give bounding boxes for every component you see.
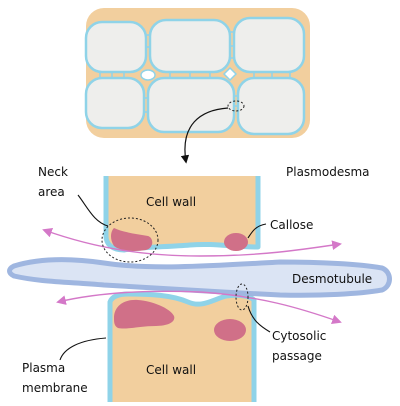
cytosolic-passage-leader bbox=[247, 305, 271, 333]
plasma-membrane-label-line2: membrane bbox=[22, 381, 88, 395]
plasma-membrane-label-line1: Plasma bbox=[22, 361, 65, 375]
cell bbox=[84, 20, 148, 74]
neck-area-highlight bbox=[101, 217, 159, 263]
cell bbox=[148, 18, 232, 74]
callose-label: Callose bbox=[270, 218, 313, 232]
intercellular-space bbox=[140, 69, 156, 81]
cell-wall-top-label: Cell wall bbox=[146, 195, 196, 209]
cytosolic-passage-highlight bbox=[235, 283, 249, 311]
cell-wall-bottom-label: Cell wall bbox=[146, 363, 196, 377]
cell bbox=[84, 76, 146, 130]
callose-deposit-bottom-right bbox=[214, 319, 246, 341]
tissue-overview bbox=[84, 8, 310, 138]
plasmodesma-channels bbox=[99, 31, 291, 113]
intercellular-space bbox=[222, 66, 238, 82]
cytosolic-passage-label-line2: passage bbox=[272, 349, 322, 363]
neck-area-leader bbox=[77, 194, 109, 227]
zoom-arrow bbox=[180, 107, 229, 164]
flow-arrow-upper bbox=[42, 228, 342, 257]
neck-area-label-line1: Neck bbox=[38, 165, 68, 179]
callose-leader bbox=[247, 223, 267, 239]
zoom-region-marker bbox=[227, 100, 245, 112]
callose-deposit-top-right bbox=[224, 233, 248, 251]
desmotubule bbox=[7, 257, 392, 298]
cell bbox=[236, 76, 306, 136]
neck-area-label-line2: area bbox=[38, 185, 65, 199]
flow-arrow-lower bbox=[56, 290, 342, 325]
plasma-membrane-leader bbox=[59, 337, 107, 361]
desmotubule-label: Desmotubule bbox=[292, 272, 372, 286]
cytosolic-passage-label-line1: Cytosolic bbox=[272, 329, 326, 343]
cell bbox=[146, 76, 236, 134]
cell bbox=[232, 16, 306, 74]
plasmodesma-label: Plasmodesma bbox=[286, 165, 370, 179]
